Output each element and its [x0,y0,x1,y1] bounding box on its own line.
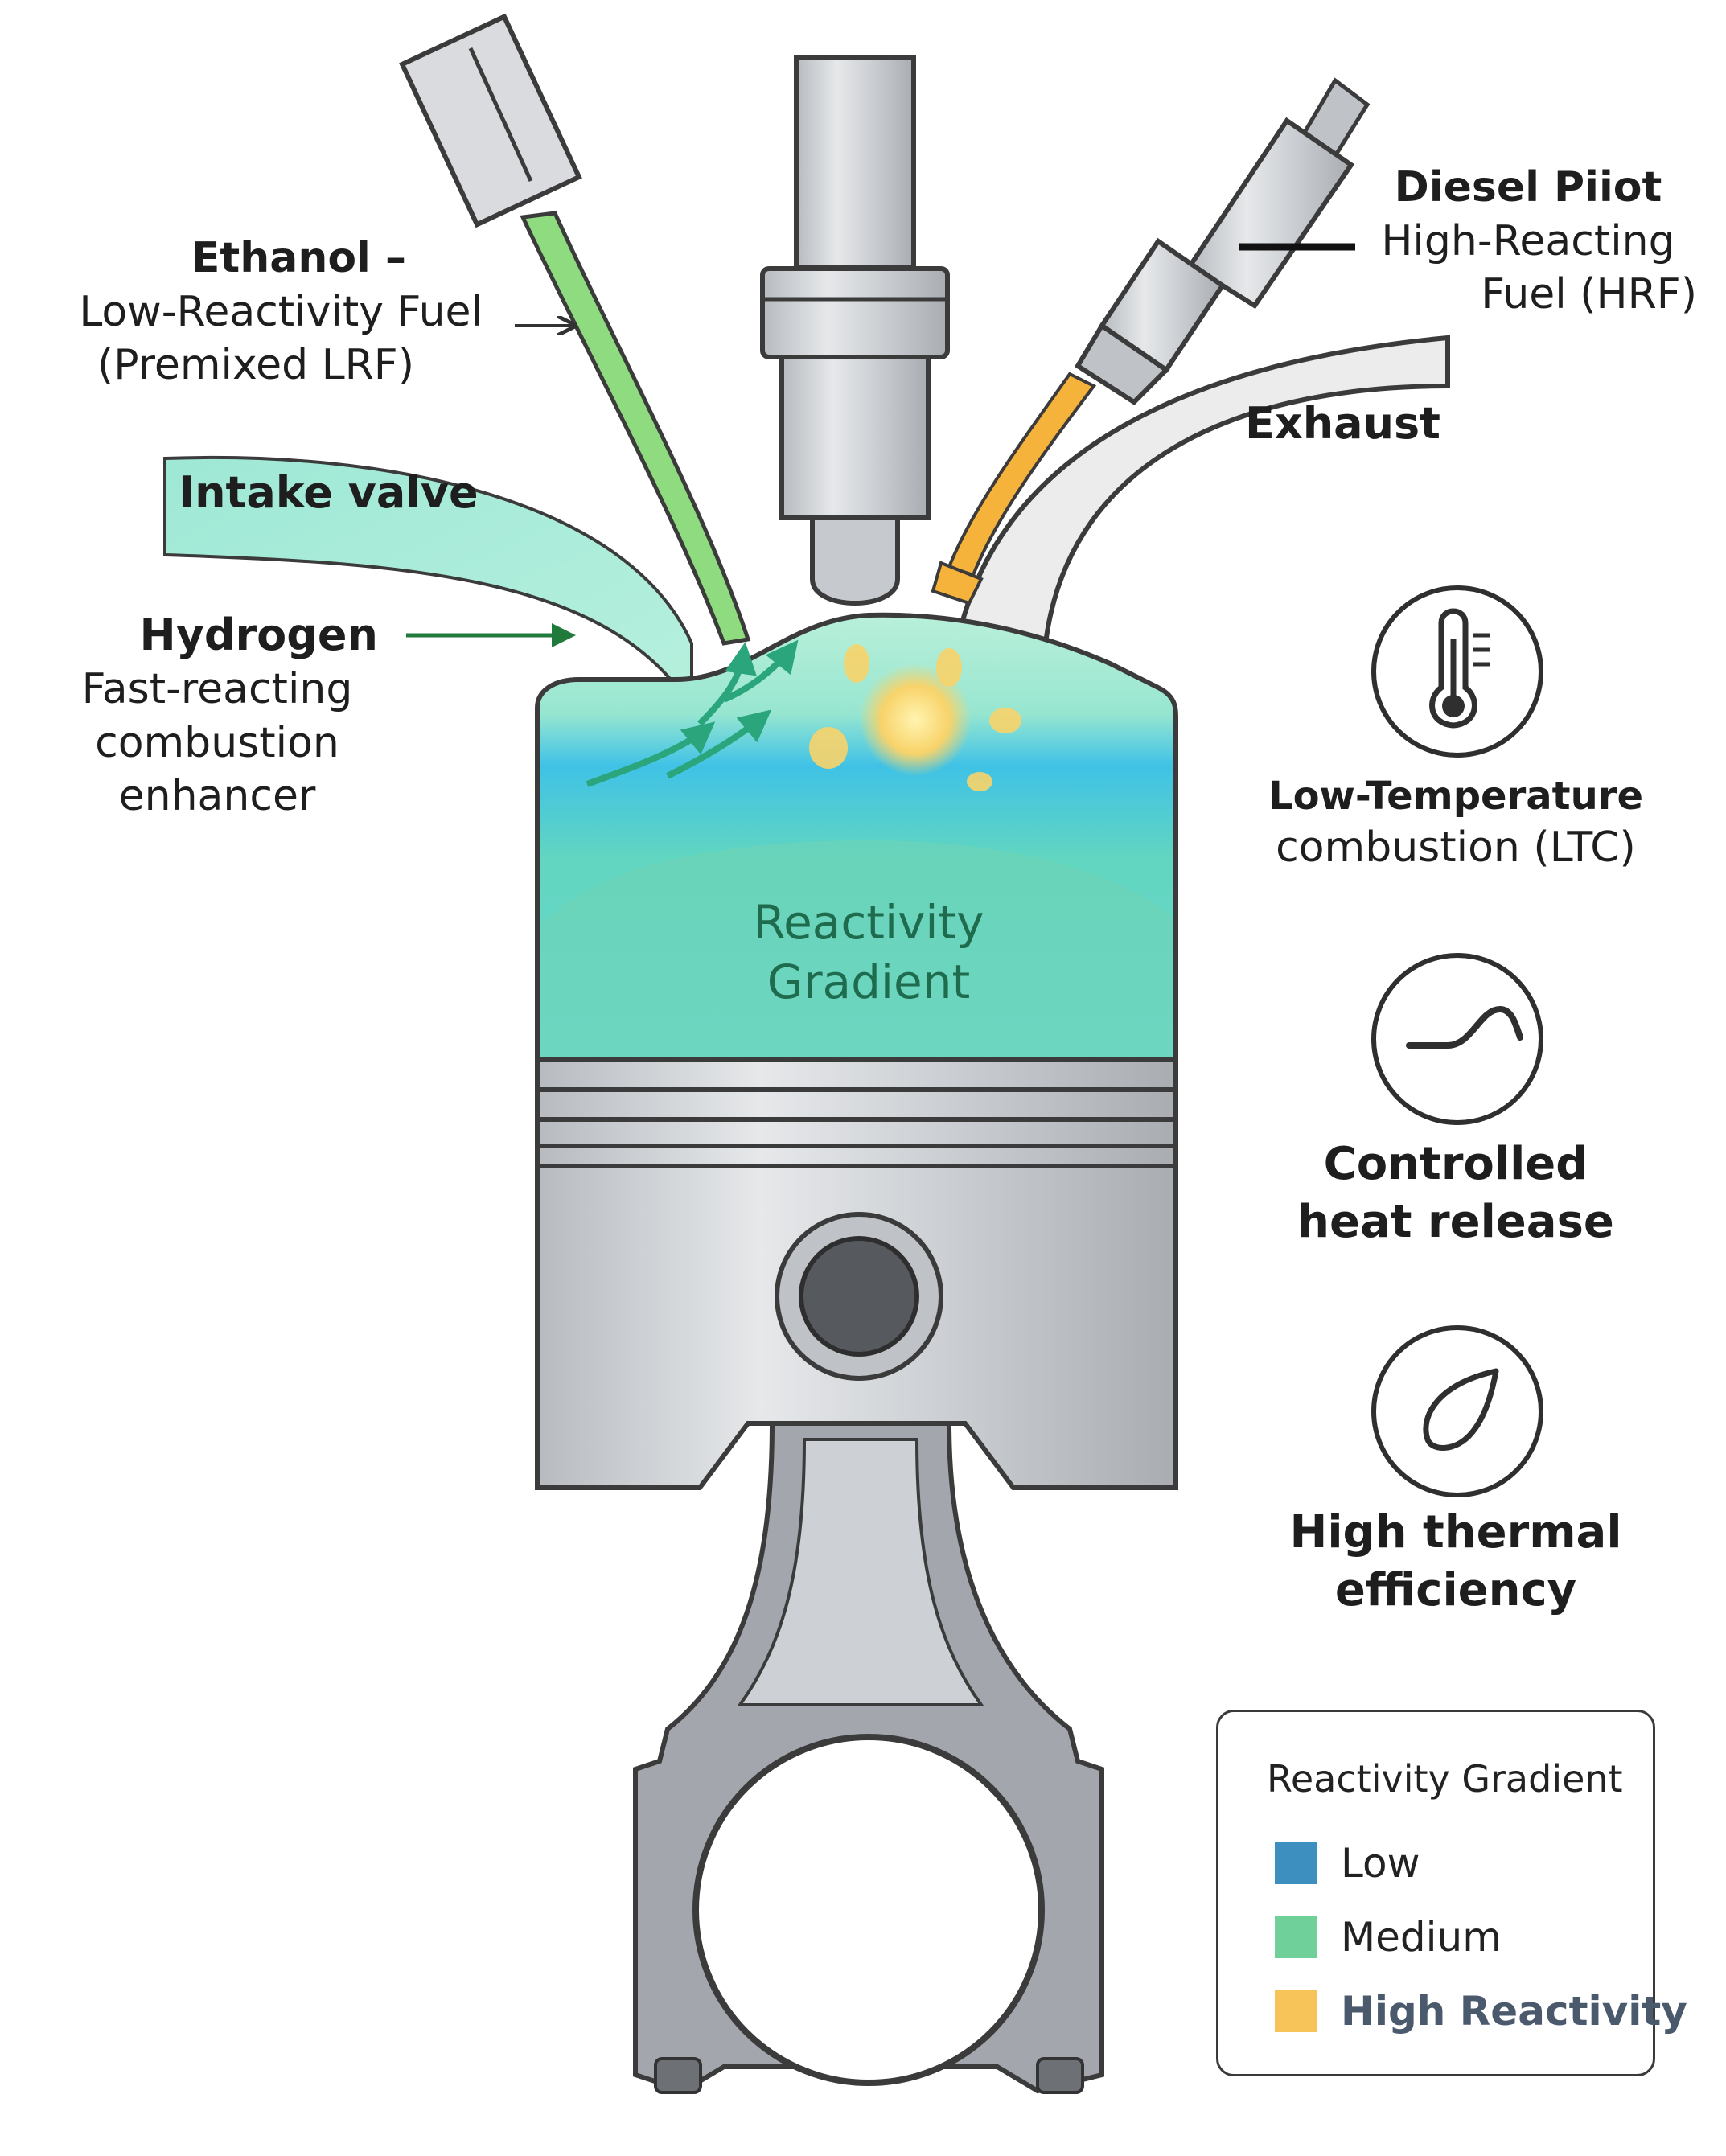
ethanol-title: Ethanol – [191,234,406,282]
feature-heat-release: Controlled heat release [1255,1135,1657,1250]
ignition-glow [859,663,972,776]
diesel-line2: Fuel (HRF) [1481,270,1697,319]
flame-drop-icon [1371,1325,1543,1497]
feature-efficiency-line2: efficiency [1334,1563,1577,1616]
legend-label-low: Low [1341,1840,1420,1887]
exhaust-text: Exhaust [1245,398,1440,449]
ignition-spot [967,772,992,791]
rod-bolt [654,2057,702,2094]
reactivity-gradient-label: Reactivity Gradient [708,893,1029,1012]
big-end-bore [692,1734,1045,2086]
hydrogen-flow-arrow [586,721,716,787]
legend-box: Reactivity Gradient Low Medium High Reac… [1216,1710,1687,2076]
legend-swatch-low [1275,1842,1317,1884]
feature-efficiency-line1: High thermal [1289,1506,1622,1558]
feature-heat-release-line1: Controlled [1323,1138,1588,1190]
feature-ltc-title: Low-Temperature [1268,774,1644,819]
intake-valve-text: Intake valve [179,467,479,518]
diesel-title: Diesel Piiot [1394,163,1662,211]
gradient-line1: Reactivity [753,895,984,950]
feature-ltc: Low-Temperature combustion (LTC) [1255,772,1657,875]
legend-swatch-medium [1275,1916,1317,1958]
rod-bolt [1036,2057,1084,2094]
hydrogen-line2: combustion [95,718,339,767]
ignition-spot [809,727,848,769]
feature-heat-release-line2: heat release [1297,1195,1614,1248]
feature-ltc-subtitle: combustion (LTC) [1276,823,1636,873]
heat-release-curve-icon [1371,953,1543,1125]
hydrogen-line3: enhancer [118,772,316,821]
thermometer-icon [1371,585,1543,758]
ethanol-line1: Low-Reactivity Fuel [79,287,483,336]
connecting-rod-web [737,1438,984,1706]
piston-ring-band [535,1057,1178,1168]
spark-plug [760,55,950,606]
exhaust-label: Exhaust [1245,396,1440,451]
ignition-spot [844,644,869,683]
reactivity-gradient-zone [540,840,1173,1057]
diesel-injector [931,77,1371,606]
exhaust-port [954,335,1450,646]
ethanol-injector [399,13,751,646]
hydrogen-flow-arrow [666,709,772,779]
legend-label-high: High Reactivity [1341,1988,1687,2035]
legend-label-medium: Medium [1341,1914,1502,1961]
wrist-pin [799,1236,919,1357]
intake-valve-label: Intake valve [179,465,479,520]
legend-item-high: High Reactivity [1275,1987,1687,2035]
ethanol-label: Ethanol – Low-Reactivity Fuel (Premixed … [16,232,483,392]
hydrogen-title: Hydrogen [139,610,379,660]
ethanol-line2: (Premixed LRF) [97,341,414,390]
legend-item-medium: Medium [1275,1913,1502,1961]
ignition-spot [989,708,1021,733]
diesel-label: Diesel Piiot High-Reacting Fuel (HRF) [1359,161,1697,322]
hydrogen-label: Hydrogen Fast-reacting combustion enhanc… [56,607,378,823]
gradient-line2: Gradient [766,955,971,1010]
feature-efficiency: High thermal efficiency [1255,1504,1657,1619]
hydrogen-flow-arrow [697,642,757,726]
legend-swatch-high [1275,1990,1317,2032]
hydrogen-flow-arrow [722,639,799,703]
hydrogen-line1: Fast-reacting [81,665,353,714]
legend-item-low: Low [1275,1839,1420,1887]
legend-title: Reactivity Gradient [1267,1757,1623,1801]
diesel-line1: High-Reacting [1381,216,1675,265]
ignition-spot [936,648,962,687]
